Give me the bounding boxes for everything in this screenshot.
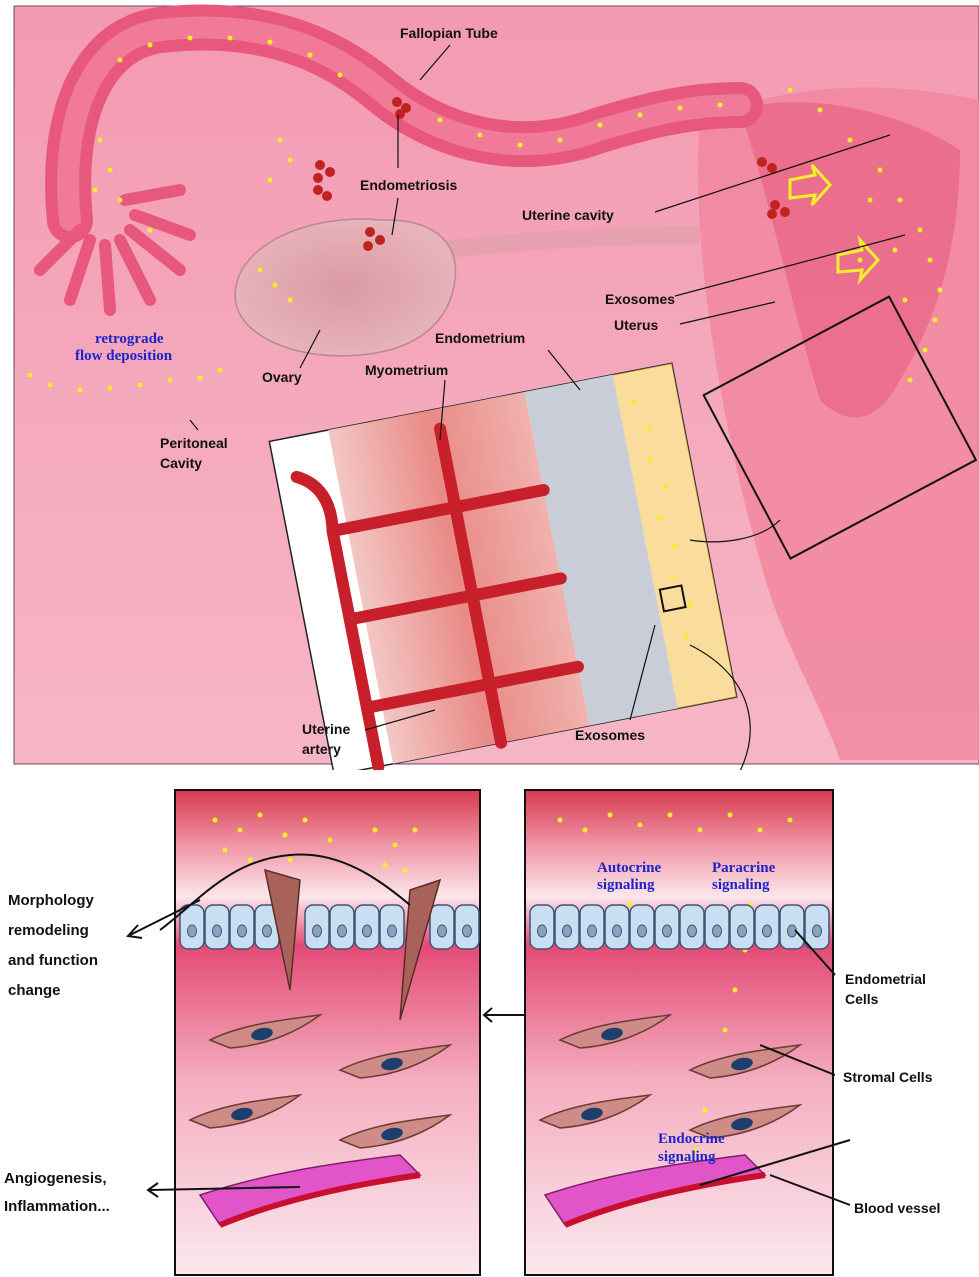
label-peritoneal: Peritoneal: [160, 435, 228, 451]
label-remodeling: remodeling: [8, 922, 89, 939]
label-exosomes-inset: Exosomes: [575, 727, 645, 743]
label-paracrine: Paracrine: [712, 860, 776, 876]
label-inflammation: Inflammation...: [4, 1198, 110, 1215]
label-blood-vessel: Blood vessel: [854, 1200, 940, 1216]
label-paracrine-signaling: signaling: [712, 877, 770, 893]
epithelial-cells-right: [530, 905, 829, 949]
label-ovary: Ovary: [262, 369, 302, 385]
label-flow-deposition: flow deposition: [75, 348, 173, 364]
label-autocrine: Autocrine: [597, 860, 661, 876]
anatomy-panel: Fallopian Tube Endometriosis Uterine cav…: [0, 0, 979, 770]
label-morphology: Morphology: [8, 892, 94, 909]
label-endometrium: Endometrium: [435, 330, 525, 346]
label-cells: Cells: [845, 991, 879, 1007]
label-autocrine-signaling: signaling: [597, 877, 655, 893]
label-uterine-cavity: Uterine cavity: [522, 207, 614, 223]
label-endometrial: Endometrial: [845, 971, 926, 987]
label-uterine: Uterine: [302, 721, 350, 737]
signaling-panels: Morphology remodeling and function chang…: [0, 770, 979, 1277]
epithelial-cells-left: [180, 905, 479, 949]
label-cavity: Cavity: [160, 455, 202, 471]
panel-right: [525, 790, 833, 1275]
label-exosomes-top: Exosomes: [605, 291, 675, 307]
label-fallopian-tube: Fallopian Tube: [400, 25, 498, 41]
label-endocrine: Endocrine: [658, 1131, 725, 1147]
label-and-function: and function: [8, 952, 98, 969]
label-endocrine-signaling: signaling: [658, 1149, 716, 1165]
label-endometriosis: Endometriosis: [360, 177, 457, 193]
label-uterus: Uterus: [614, 317, 659, 333]
label-myometrium: Myometrium: [365, 362, 448, 378]
label-retrograde: retrograde: [95, 331, 164, 347]
panel-left: [160, 790, 480, 1275]
label-change: change: [8, 982, 61, 999]
label-stromal-cells: Stromal Cells: [843, 1069, 933, 1085]
label-angiogenesis: Angiogenesis,: [4, 1170, 107, 1187]
label-artery: artery: [302, 741, 341, 757]
